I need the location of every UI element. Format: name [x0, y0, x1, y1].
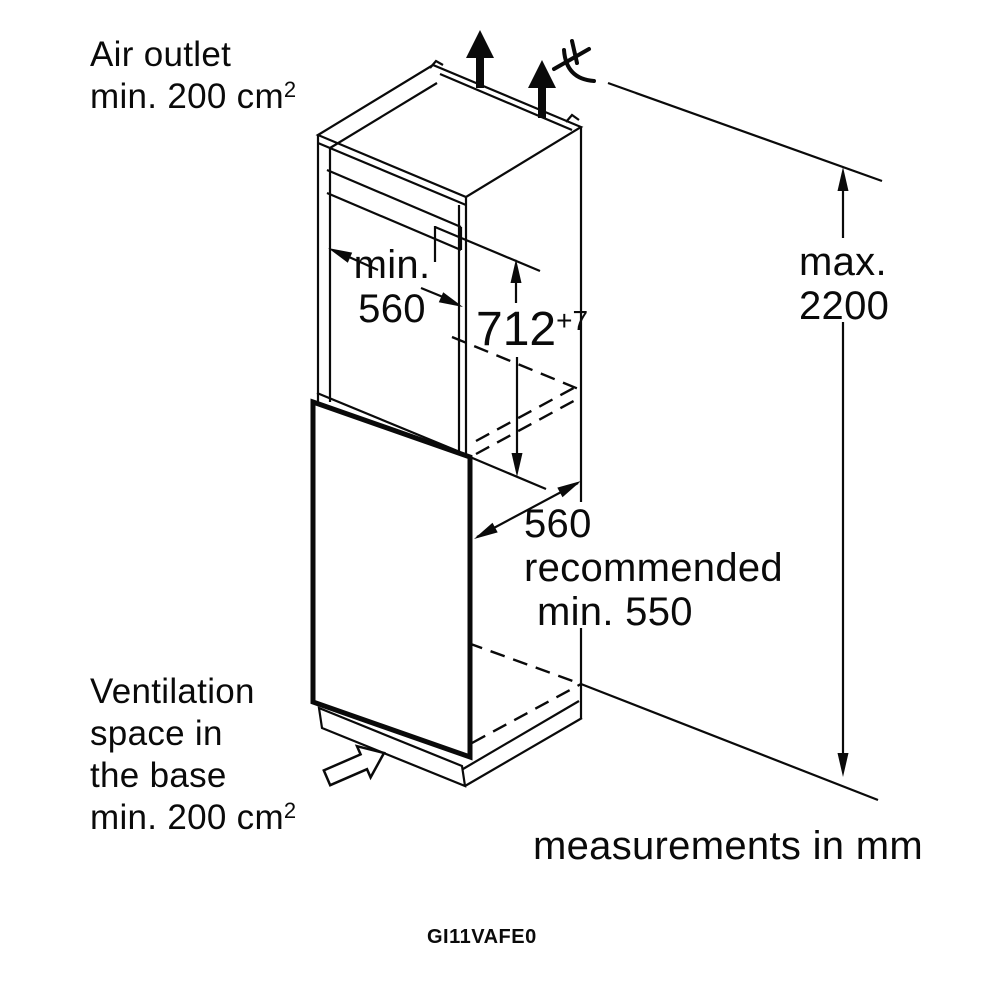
ventilation-line4: min. 200 cm2 [90, 798, 297, 837]
unit-height-prefix: max. [799, 240, 887, 284]
air-outlet-sup: 2 [283, 77, 297, 102]
ventilation-label: Ventilation space in the base min. 200 c… [90, 671, 296, 839]
arrowhead-down [837, 753, 849, 777]
rail-top-edge [326, 168, 462, 229]
dim-shaft-left [348, 255, 379, 272]
niche-width-dim-label: min. 560 [348, 243, 436, 331]
power-cord-icon [552, 39, 596, 83]
top-notch-right [565, 113, 580, 123]
shelf-front-edge [316, 391, 461, 454]
ventilation-line1: Ventilation [90, 672, 255, 711]
base-right-bottom-edge [464, 717, 583, 787]
hidden-edges [451, 335, 582, 745]
unit-depth-dim-label: 560 recommended min. 550 [524, 502, 783, 634]
dim-unit-depth [474, 481, 581, 539]
arrowhead-back [557, 481, 581, 498]
arrowhead-up [510, 259, 522, 283]
arrowhead-front [474, 522, 498, 539]
product-code: GI11VAFE0 [427, 926, 537, 948]
ext-line-upper [434, 225, 541, 273]
unit-depth-min-note: min. 550 [537, 590, 693, 634]
top-inner-front-edge [317, 141, 467, 207]
air-flow-arrow-icon [466, 30, 556, 118]
niche-height-value: 712 [476, 303, 557, 356]
niche-width-value: 560 [358, 287, 426, 331]
shelf-right-top-hidden [475, 382, 582, 443]
air-outlet-line1: Air outlet [90, 35, 232, 74]
unit-height-value: 2200 [799, 284, 890, 328]
arrowhead-left [328, 248, 353, 263]
niche-width-prefix: min. [353, 243, 431, 287]
dim-niche-height [433, 225, 541, 477]
arrowhead-right [438, 292, 463, 307]
ventilation-sup: 2 [283, 798, 297, 823]
niche-height-dim-label: 712+7 [476, 302, 588, 357]
door-panel-outline [310, 398, 473, 761]
ext-line-top [607, 81, 883, 183]
top-inner-left-edge [329, 82, 438, 149]
unit-depth-value: 560 [524, 502, 592, 546]
top-inner-back-edge [439, 72, 573, 132]
ext-line-floor [580, 682, 879, 802]
measurements-note: measurements in mm [533, 824, 923, 868]
rail-bottom-edge [326, 191, 462, 252]
niche-height-tolerance: +7 [556, 304, 589, 336]
dim-unit-height [580, 81, 883, 802]
ventilation-line2: space in [90, 714, 223, 753]
arrowhead-down [511, 453, 523, 477]
arrowhead-up [837, 167, 849, 191]
dim-niche-width [328, 248, 463, 307]
dim-shaft-right [420, 286, 444, 299]
unit-depth-note: recommended [524, 546, 783, 590]
air-arrow-left [466, 30, 494, 88]
unit-height-dim-label: max. 2200 [799, 240, 889, 328]
air-outlet-label: Air outlet min. 200 cm2 [90, 34, 296, 118]
base-right-edge-hidden [471, 682, 582, 745]
appliance-door [310, 398, 473, 761]
shelf-edge-extension [469, 455, 547, 491]
air-arrow-right [528, 60, 556, 118]
shelf-right-bottom-hidden [475, 395, 582, 456]
air-outlet-line2: min. 200 cm2 [90, 77, 297, 116]
top-notch-left [429, 59, 444, 69]
ventilation-line3: the base [90, 756, 227, 795]
base-back-edge-hidden [467, 641, 582, 686]
base-right-top-edge [462, 700, 580, 770]
ventilation-arrow-icon [322, 744, 386, 787]
cabinet-outline [315, 59, 584, 788]
